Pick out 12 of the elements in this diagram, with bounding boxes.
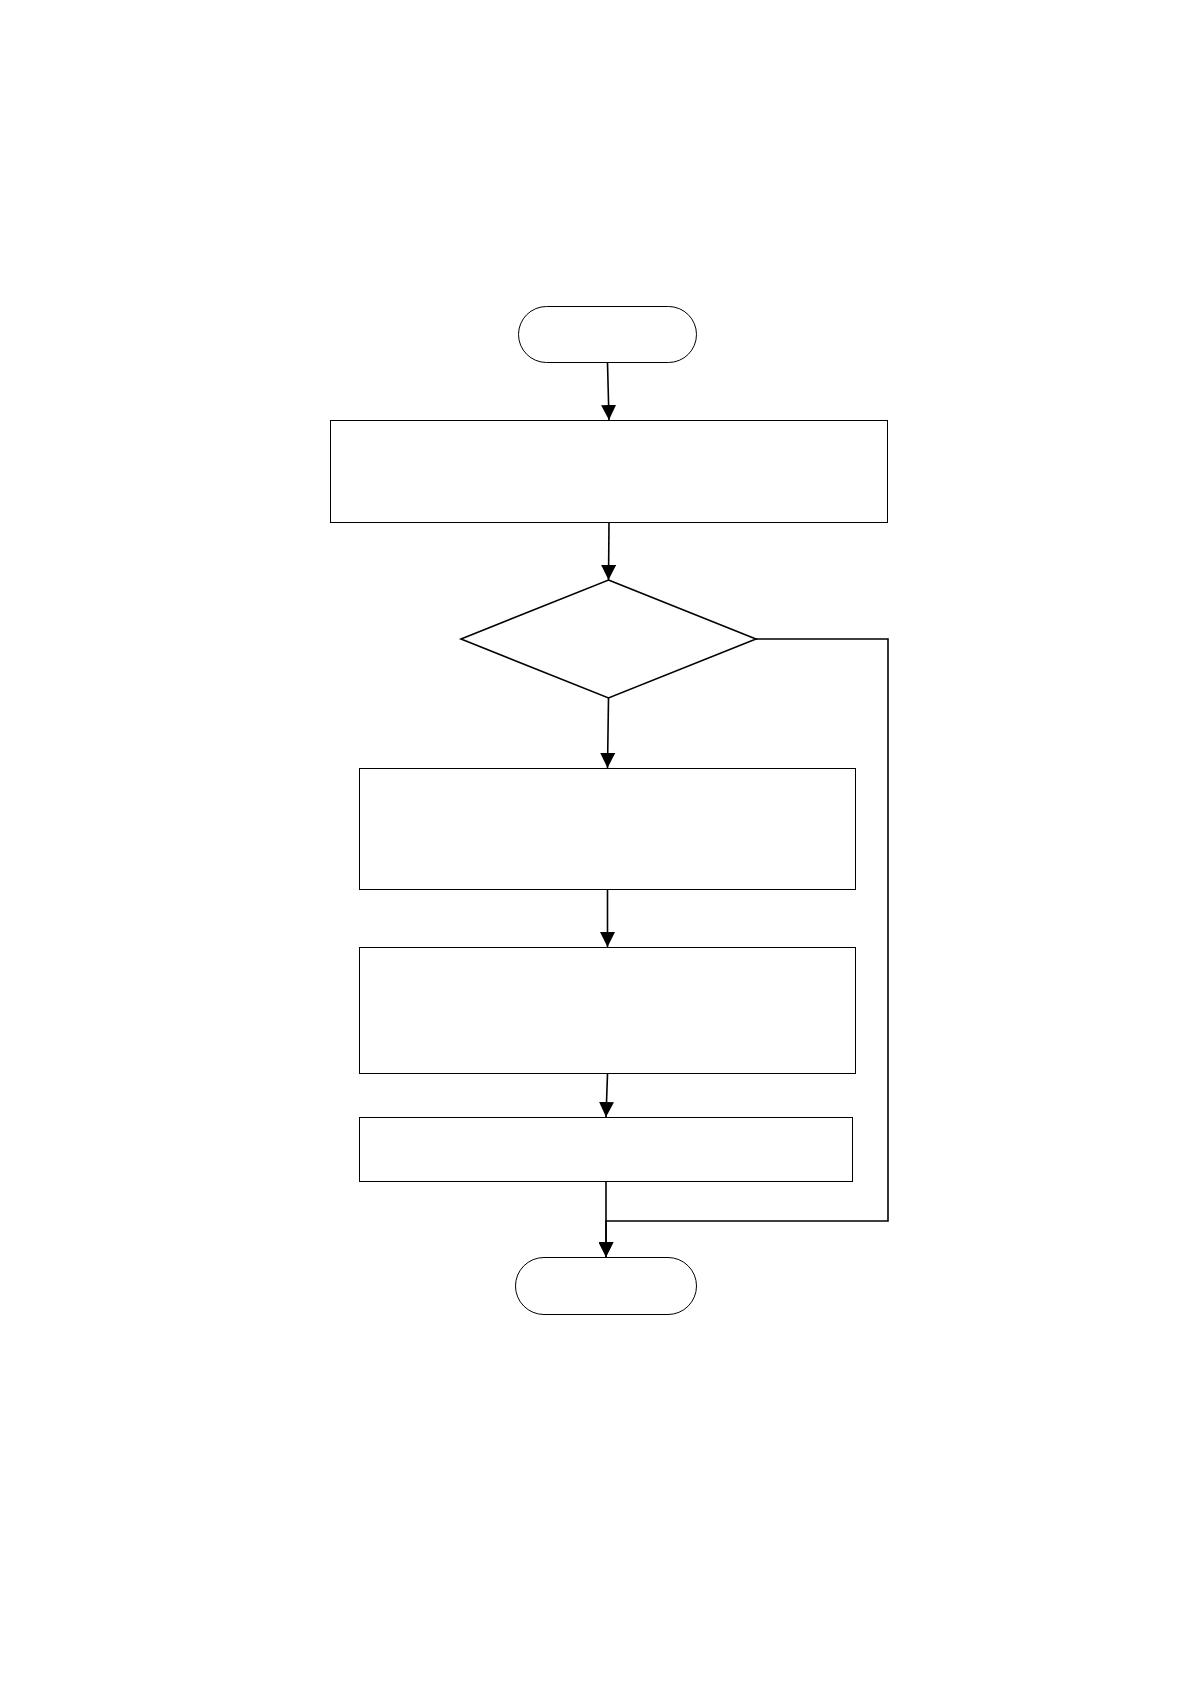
terminal-shape [518,306,697,363]
arrow [600,697,616,769]
process-box [359,947,856,1074]
decision-diamond [461,580,756,698]
process-box [330,420,888,523]
arrow [599,1073,614,1118]
arrow [598,638,889,1258]
arrow [601,522,617,581]
arrow [600,889,615,948]
arrow [601,362,617,421]
process-box [359,768,856,890]
process-box [359,1117,853,1182]
